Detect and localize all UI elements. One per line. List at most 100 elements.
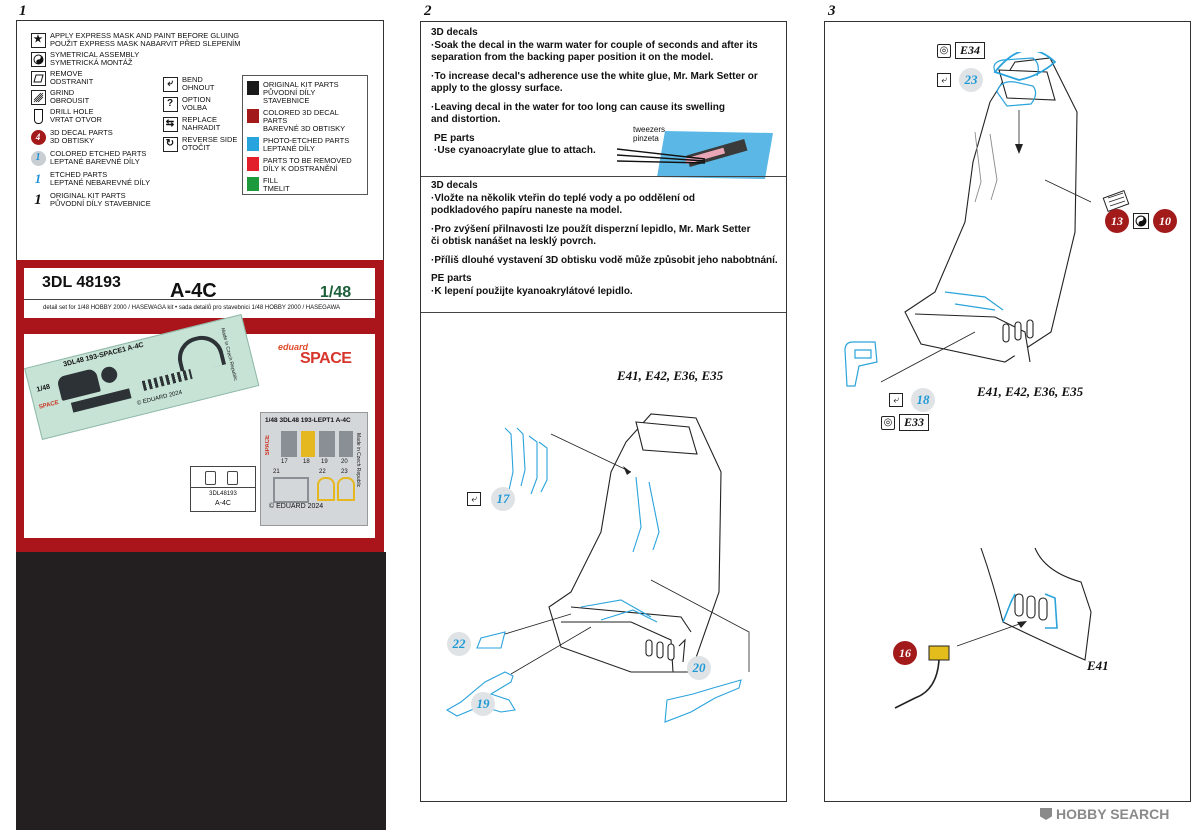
watermark-icon bbox=[1040, 808, 1052, 820]
part-number-circle: 18 bbox=[911, 388, 935, 412]
step2-en-p1: ·Soak the decal in the warm water for co… bbox=[431, 39, 758, 64]
step2-cz-p1: ·Vložte na několik vteřin do teplé vody … bbox=[431, 192, 695, 217]
step2-part-17: ⤶ 17 bbox=[467, 487, 515, 511]
pe-fret-brand: SPACE bbox=[265, 435, 271, 456]
product-header: 3DL 48193 A-4C 1/48 detail set for 1/48 … bbox=[24, 268, 375, 318]
step3-seat-drawing bbox=[844, 52, 1130, 387]
part-10-3d-decal: 10 bbox=[1153, 209, 1177, 233]
decal-sheet-copyright: © EDUARD 2024 bbox=[136, 389, 183, 407]
replace-icon: ◎ bbox=[937, 43, 951, 58]
product-name: A-4C bbox=[170, 280, 217, 302]
decal-sheet-code: 3DL48 193-SPACE1 A-4C bbox=[62, 341, 145, 369]
legend-frame bbox=[16, 20, 384, 260]
panel-2: 3D decals ·Soak the decal in the warm wa… bbox=[420, 21, 787, 802]
brand-logo: SPACE bbox=[300, 350, 352, 367]
bend-icon: ⤶ bbox=[889, 393, 903, 407]
pe-fret: 1/48 3DL48 193-LEPT1 A-4C SPACE 17 18 19… bbox=[260, 412, 368, 526]
page-number-3: 3 bbox=[828, 3, 836, 19]
step2-cz-title: 3D decals bbox=[431, 180, 478, 191]
pe-fret-made-in: Made in Czech Republic bbox=[355, 433, 361, 488]
option-icon: ? bbox=[162, 96, 178, 112]
page-number-1: 1 bbox=[19, 3, 27, 19]
etched-parts-icon: 1 bbox=[34, 171, 42, 186]
step3-e34: ◎ E34 bbox=[937, 42, 986, 59]
swatch-black bbox=[247, 81, 259, 95]
step2-cz-pe-text: ·K lepení použijte kyanoakrylátové lepid… bbox=[431, 285, 633, 297]
header-divider bbox=[24, 299, 375, 300]
grind-icon bbox=[30, 89, 46, 105]
swatch-blue bbox=[247, 137, 259, 151]
decal-sheet-scale: 1/48 bbox=[35, 383, 51, 394]
step2-cz-p3: ·Příliš dlouhé vystavení 3D obtisku vodě… bbox=[431, 254, 778, 266]
part-13-3d-decal: 13 bbox=[1105, 209, 1129, 233]
step2-pe-title: PE parts bbox=[434, 132, 475, 144]
bend-icon: ⤶ bbox=[162, 76, 178, 92]
colored-etched-parts-icon: 1 bbox=[30, 150, 46, 166]
label-box-code: 3DL48193 bbox=[209, 491, 237, 497]
swatch-dark-red bbox=[247, 109, 259, 123]
express-mask-icon: ★ bbox=[30, 32, 46, 48]
symmetrical-assembly-icon bbox=[30, 51, 46, 67]
gauge-decal bbox=[99, 365, 119, 385]
product-subtitle: detail set for 1/48 HOBBY 2000 / HASEWAG… bbox=[43, 305, 341, 311]
hud-decal bbox=[173, 331, 227, 376]
step2-en-title: 3D decals bbox=[431, 27, 478, 38]
step2-divider-2 bbox=[421, 312, 786, 313]
swatch-red bbox=[247, 157, 259, 171]
tweezers-graphic bbox=[617, 131, 773, 179]
part-number-circle: 17 bbox=[491, 487, 515, 511]
step2-cz-pe-title: PE parts bbox=[431, 273, 472, 284]
step2-cz-p2: ·Pro zvýšení přilnavosti lze použít disp… bbox=[431, 223, 751, 248]
step2-seat-drawing bbox=[445, 413, 750, 723]
step3-detail-drawing bbox=[894, 547, 1092, 709]
part-e33: E33 bbox=[899, 414, 930, 431]
original-kit-parts-icon: 1 bbox=[34, 192, 42, 208]
symmetrical-assembly-icon bbox=[1133, 213, 1149, 229]
legend-column-1: ★ APPLY EXPRESS MASK AND PAINT BEFORE GL… bbox=[30, 32, 270, 208]
brand-small: eduard bbox=[278, 342, 309, 352]
swatch-green bbox=[247, 177, 259, 191]
step3-parts-label: E41, E42, E36, E35 bbox=[977, 384, 1084, 399]
tweezers-label-cz: pinzeta bbox=[633, 134, 659, 143]
bend-icon: ⤶ bbox=[467, 492, 481, 506]
3d-decal-parts-icon: 4 bbox=[30, 129, 46, 145]
part-number-circle: 23 bbox=[959, 68, 983, 92]
step2-pe-text: ·Use cyanoacrylate glue to attach. bbox=[434, 145, 596, 156]
watermark-text: HOBBY SEARCH bbox=[1056, 806, 1170, 822]
watermark: HOBBY SEARCH bbox=[1040, 806, 1169, 822]
dark-block bbox=[16, 552, 386, 830]
reverse-side-icon: ↻ bbox=[162, 136, 178, 152]
drill-hole-icon bbox=[33, 108, 43, 124]
product-content: eduard SPACE 3DL48 193-SPACE1 A-4C 1/48 … bbox=[24, 314, 375, 538]
step3-decals: 13 10 bbox=[1105, 209, 1177, 233]
label-box-name: A-4C bbox=[215, 500, 231, 507]
tweezers-illustration: tweezers pinzeta bbox=[617, 121, 777, 181]
product-scale: 1/48 bbox=[320, 284, 352, 301]
panel-3: ◎ E34 ⤶ 23 bbox=[824, 21, 1191, 802]
step3-part-23: ⤶ 23 bbox=[937, 68, 983, 92]
decal-sheet-logo: SPACE bbox=[38, 399, 60, 411]
step2-divider-1 bbox=[421, 176, 786, 177]
replace-icon: ⇆ bbox=[162, 116, 178, 132]
page-number-2: 2 bbox=[424, 3, 432, 19]
strip-decal bbox=[141, 369, 193, 391]
step2-en-instructions: 3D decals ·Soak the decal in the warm wa… bbox=[431, 27, 781, 158]
remove-icon bbox=[30, 70, 46, 86]
part-16-3d-decal: 16 bbox=[893, 641, 917, 665]
bend-icon: ⤶ bbox=[937, 73, 951, 87]
